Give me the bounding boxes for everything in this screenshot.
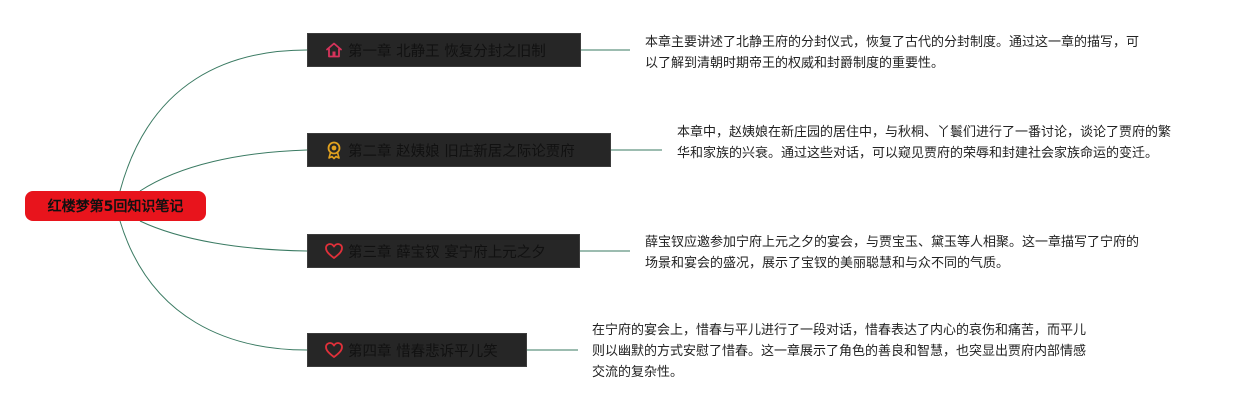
root-to-branch-1-connector [119,49,308,192]
chapter-3-node[interactable]: 第三章 薛宝钗 宴宁府上元之夕 [307,234,580,268]
chapter-2-label: 第二章 赵姨娘 旧庄新居之际论贾府 [348,143,575,160]
chapter-4-summary: 在宁府的宴会上，惜春与平儿进行了一段对话，惜春表达了内心的哀伤和痛苦，而平儿则以… [592,323,1087,380]
chapter-4-label: 第四章 惜春悲诉平儿笑 [348,343,498,360]
chapter-1-label: 第一章 北静王 恢复分封之旧制 [348,43,546,60]
chapter-1-summary: 本章主要讲述了北静王府的分封仪式，恢复了古代的分封制度。通过这一章的描写，可以了… [645,35,1140,71]
chapter-3-summary: 薛宝钗应邀参加宁府上元之夕的宴会，与贾宝玉、黛玉等人相聚。这一章描写了宁府的场景… [645,235,1140,271]
root-to-branch-3-connector [139,220,308,252]
root-topic-label: 红楼梦第5回知识笔记 [47,199,184,215]
chapter-2-node[interactable]: 第二章 赵姨娘 旧庄新居之际论贾府 [307,133,611,167]
chapter-1-node[interactable]: 第一章 北静王 恢复分封之旧制 [307,33,581,67]
home-icon [324,40,344,60]
root-topic-node[interactable]: 红楼梦第5回知识笔记 [25,191,206,221]
chapter-2-summary: 本章中，赵姨娘在新庄园的居住中，与秋桐、丫鬟们进行了一番讨论，谈论了贾府的繁华和… [677,125,1172,161]
root-to-branch-4-connector [119,220,308,351]
award-medal-icon [324,140,344,160]
root-to-branch-2-connector [139,149,308,192]
chapter-3-label: 第三章 薛宝钗 宴宁府上元之夕 [348,244,546,261]
heart-icon [324,241,344,261]
chapter-4-node[interactable]: 第四章 惜春悲诉平儿笑 [307,333,527,367]
heart-icon [324,340,344,360]
